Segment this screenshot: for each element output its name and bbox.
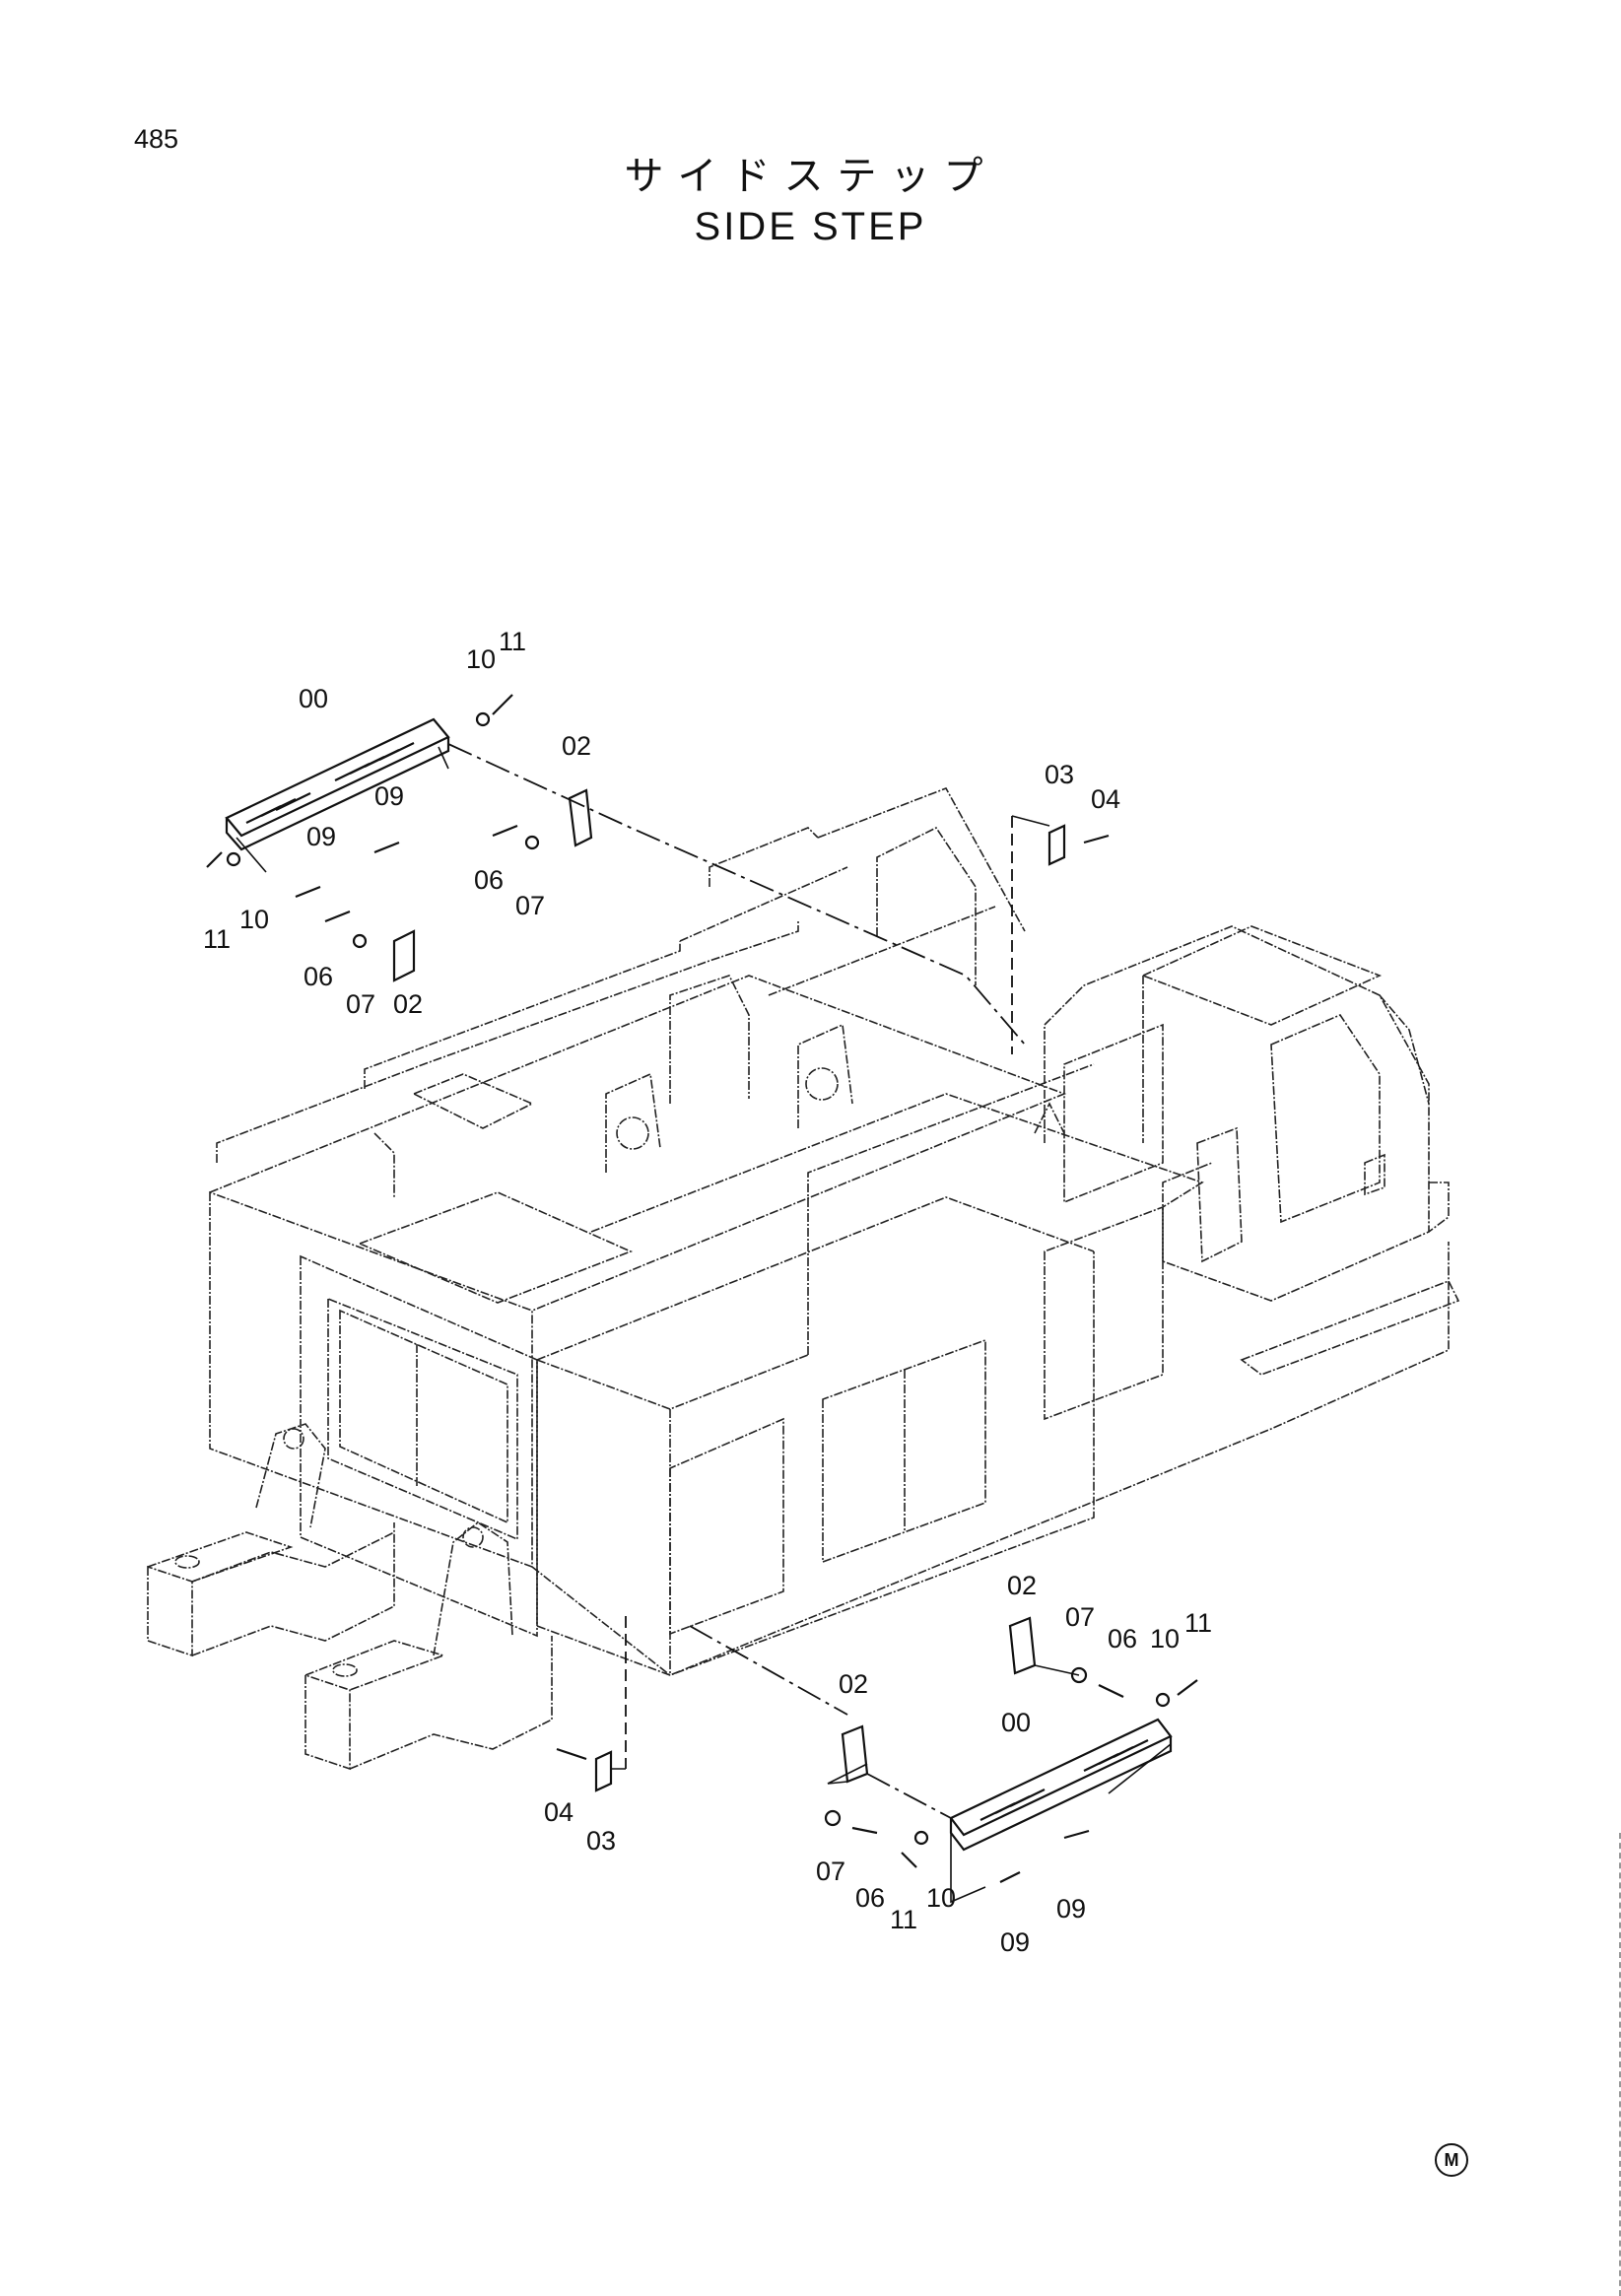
top-hatch-center xyxy=(412,1073,534,1129)
callout-label: 06 xyxy=(1108,1624,1137,1654)
bracket-02-lower-lower xyxy=(841,1724,869,1784)
callout-label: 07 xyxy=(816,1857,845,1886)
boom-foot-left xyxy=(605,1072,661,1173)
callout-label: 10 xyxy=(239,905,269,934)
callout-label: 11 xyxy=(890,1905,917,1934)
top-hatch-right xyxy=(1140,925,1383,1026)
nut-07-upper-left xyxy=(352,933,368,949)
callout-label: 10 xyxy=(926,1883,956,1913)
rear-grille-frame xyxy=(327,1297,518,1541)
bolt-06-upper-left xyxy=(324,910,351,923)
callout-label: 03 xyxy=(586,1826,616,1856)
cab-outline xyxy=(1044,925,1430,1302)
nut-07-lower-lower xyxy=(824,1809,842,1827)
bracket-02-upper-left xyxy=(392,929,416,982)
bolt-04-lower xyxy=(556,1747,587,1761)
margin-rule xyxy=(1619,1833,1621,2296)
callout-label: 09 xyxy=(1000,1927,1030,1957)
clip-11-lower-left xyxy=(901,1852,917,1868)
callout-label: 11 xyxy=(1184,1608,1212,1638)
callout-label: 02 xyxy=(1007,1571,1037,1600)
handrail-left xyxy=(216,921,799,1163)
side-panel-3 xyxy=(1044,1205,1164,1421)
lift-lug-left xyxy=(255,1423,326,1528)
nut-07-lower-upper xyxy=(1070,1666,1088,1684)
pin-09-lower-left xyxy=(999,1871,1021,1883)
clip-11-upper-left xyxy=(206,851,223,868)
callout-label: 06 xyxy=(474,865,504,895)
washer-10-lower-right xyxy=(1155,1692,1171,1708)
side-step-plate-upper xyxy=(225,717,450,838)
callout-label: 03 xyxy=(1045,760,1074,789)
callout-label: 04 xyxy=(544,1797,574,1827)
washer-10-upper-right xyxy=(475,711,491,727)
callouts-bottom-left: 04 03 xyxy=(544,1797,616,1856)
washer-10-lower-left xyxy=(913,1830,929,1846)
top-hatch-left xyxy=(357,1191,634,1304)
callout-label: 09 xyxy=(374,781,404,811)
callout-label: 07 xyxy=(515,891,545,920)
callout-label: 07 xyxy=(1065,1602,1095,1632)
upper-structure xyxy=(209,787,1460,1676)
callout-label: 10 xyxy=(466,644,496,674)
revision-mark: M xyxy=(1435,2143,1468,2177)
side-panel-2 xyxy=(822,1338,986,1564)
handrail-right xyxy=(817,787,1026,932)
bracket-03-upper xyxy=(1047,824,1066,866)
pin-09-lower-right xyxy=(1063,1829,1090,1840)
callouts-bottom-right: 02 07 06 10 11 00 02 07 06 11 10 09 09 xyxy=(816,1571,1212,1957)
callout-label: 02 xyxy=(839,1669,868,1699)
callouts-top-left: 00 10 11 09 09 11 10 06 07 02 06 07 02 xyxy=(203,627,591,1019)
page-number: 485 xyxy=(134,124,179,154)
callout-label: 09 xyxy=(306,822,336,851)
washer-10-upper-left xyxy=(226,851,241,867)
assembly-line-upper xyxy=(447,743,1026,1046)
nut-07-upper-center xyxy=(524,835,540,850)
callout-label: 11 xyxy=(203,924,231,954)
callouts-top-right: 03 04 xyxy=(1045,760,1120,814)
cab-window-side xyxy=(1270,1014,1381,1224)
bracket-02-upper-center xyxy=(568,788,593,847)
bracket-02-lower-upper xyxy=(1008,1616,1037,1675)
callout-label: 02 xyxy=(562,731,591,761)
callout-label: 02 xyxy=(393,989,423,1019)
callout-label: 00 xyxy=(299,684,328,713)
step-assembly-upper xyxy=(206,694,1110,1054)
pin-09-upper-left xyxy=(295,885,321,899)
callout-label: 11 xyxy=(499,627,526,656)
callout-label: 06 xyxy=(855,1883,885,1913)
callout-label: 07 xyxy=(346,989,375,1019)
boom-foot-right xyxy=(797,1023,853,1128)
assembly-line-lower xyxy=(689,1625,952,1819)
bolt-04-upper xyxy=(1083,834,1110,844)
callout-label: 06 xyxy=(304,962,333,991)
step-assembly-lower xyxy=(556,1616,1198,1904)
bolt-06-lower-lower xyxy=(851,1826,878,1835)
callout-label: 00 xyxy=(1001,1708,1031,1737)
bolt-06-lower-upper xyxy=(1098,1684,1124,1698)
side-panel-1 xyxy=(669,1417,784,1636)
title-english: SIDE STEP xyxy=(694,205,927,248)
clip-11-upper-right xyxy=(492,694,513,715)
bolt-06-upper-center xyxy=(492,824,518,838)
clip-11-lower-right xyxy=(1177,1679,1198,1696)
callout-label: 04 xyxy=(1091,784,1120,814)
cab-window-front xyxy=(1063,1023,1164,1204)
step-shelf xyxy=(1240,1279,1460,1376)
lift-lug-right xyxy=(433,1521,513,1656)
bracket-03-lower xyxy=(594,1750,613,1792)
callout-label: 10 xyxy=(1150,1624,1180,1654)
carbody-outriggers xyxy=(147,1423,553,1771)
callout-label: 09 xyxy=(1056,1894,1086,1924)
title-japanese: サイドステップ xyxy=(624,154,997,199)
pin-09-upper-center xyxy=(373,841,400,854)
